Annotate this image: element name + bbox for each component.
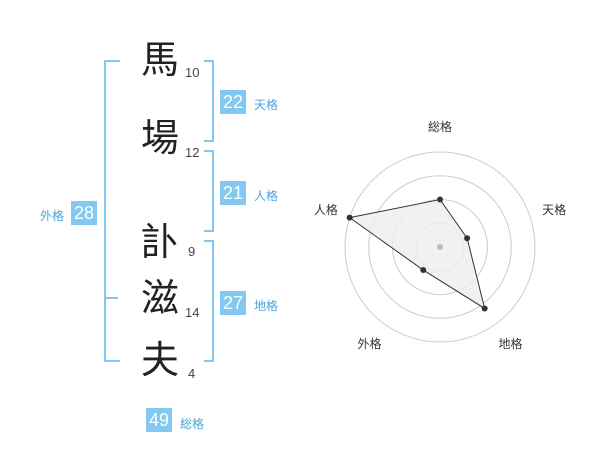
stroke-count-5: 4 [188,366,196,381]
gaikaku-score-badge: 28 [71,201,98,225]
radar-grid-ring [368,175,512,319]
stroke-count-1: 10 [185,65,200,80]
radar-axis-label: 外格 [357,336,381,351]
chikaku-label: 地格 [254,299,279,313]
tenkaku-score-badge: 22 [220,90,247,114]
gaikaku-bracket [104,60,120,362]
radar-data-point [437,196,443,203]
jinkaku-label: 人格 [254,189,279,203]
jinkaku-bracket [204,150,214,232]
name-character-1: 馬 [140,38,179,82]
radar-axis-label: 地格 [499,336,523,351]
radar-data-point [481,305,488,312]
tenkaku-label: 天格 [254,98,279,112]
radar-grid-ring [344,151,536,343]
radar-center-point [437,244,443,250]
stroke-count-3: 9 [188,244,196,259]
radar-data-point [464,235,471,242]
radar-axis-label: 総格 [428,119,452,134]
name-character-4: 滋 [140,276,179,320]
gaikaku-label: 外格 [40,209,65,223]
chikaku-score-badge: 27 [220,291,247,315]
gaikaku-bracket-divider [104,297,118,299]
radar-axis-label: 天格 [542,202,566,217]
chikaku-bracket [204,240,214,362]
radar-axis-label: 人格 [314,202,338,217]
name-character-5: 夫 [140,338,179,382]
name-character-2: 場 [140,116,179,160]
tenkaku-bracket [204,60,214,142]
jinkaku-score-badge: 21 [220,181,247,205]
soukaku-label: 総格 [180,417,205,431]
soukaku-score-badge: 49 [146,408,173,432]
name-character-3: 訃 [140,220,179,264]
radar-data-point [346,214,353,221]
stroke-count-2: 12 [185,145,200,160]
radar-data-point [420,267,427,274]
score-polygon [348,198,486,310]
stroke-count-4: 14 [185,305,200,320]
